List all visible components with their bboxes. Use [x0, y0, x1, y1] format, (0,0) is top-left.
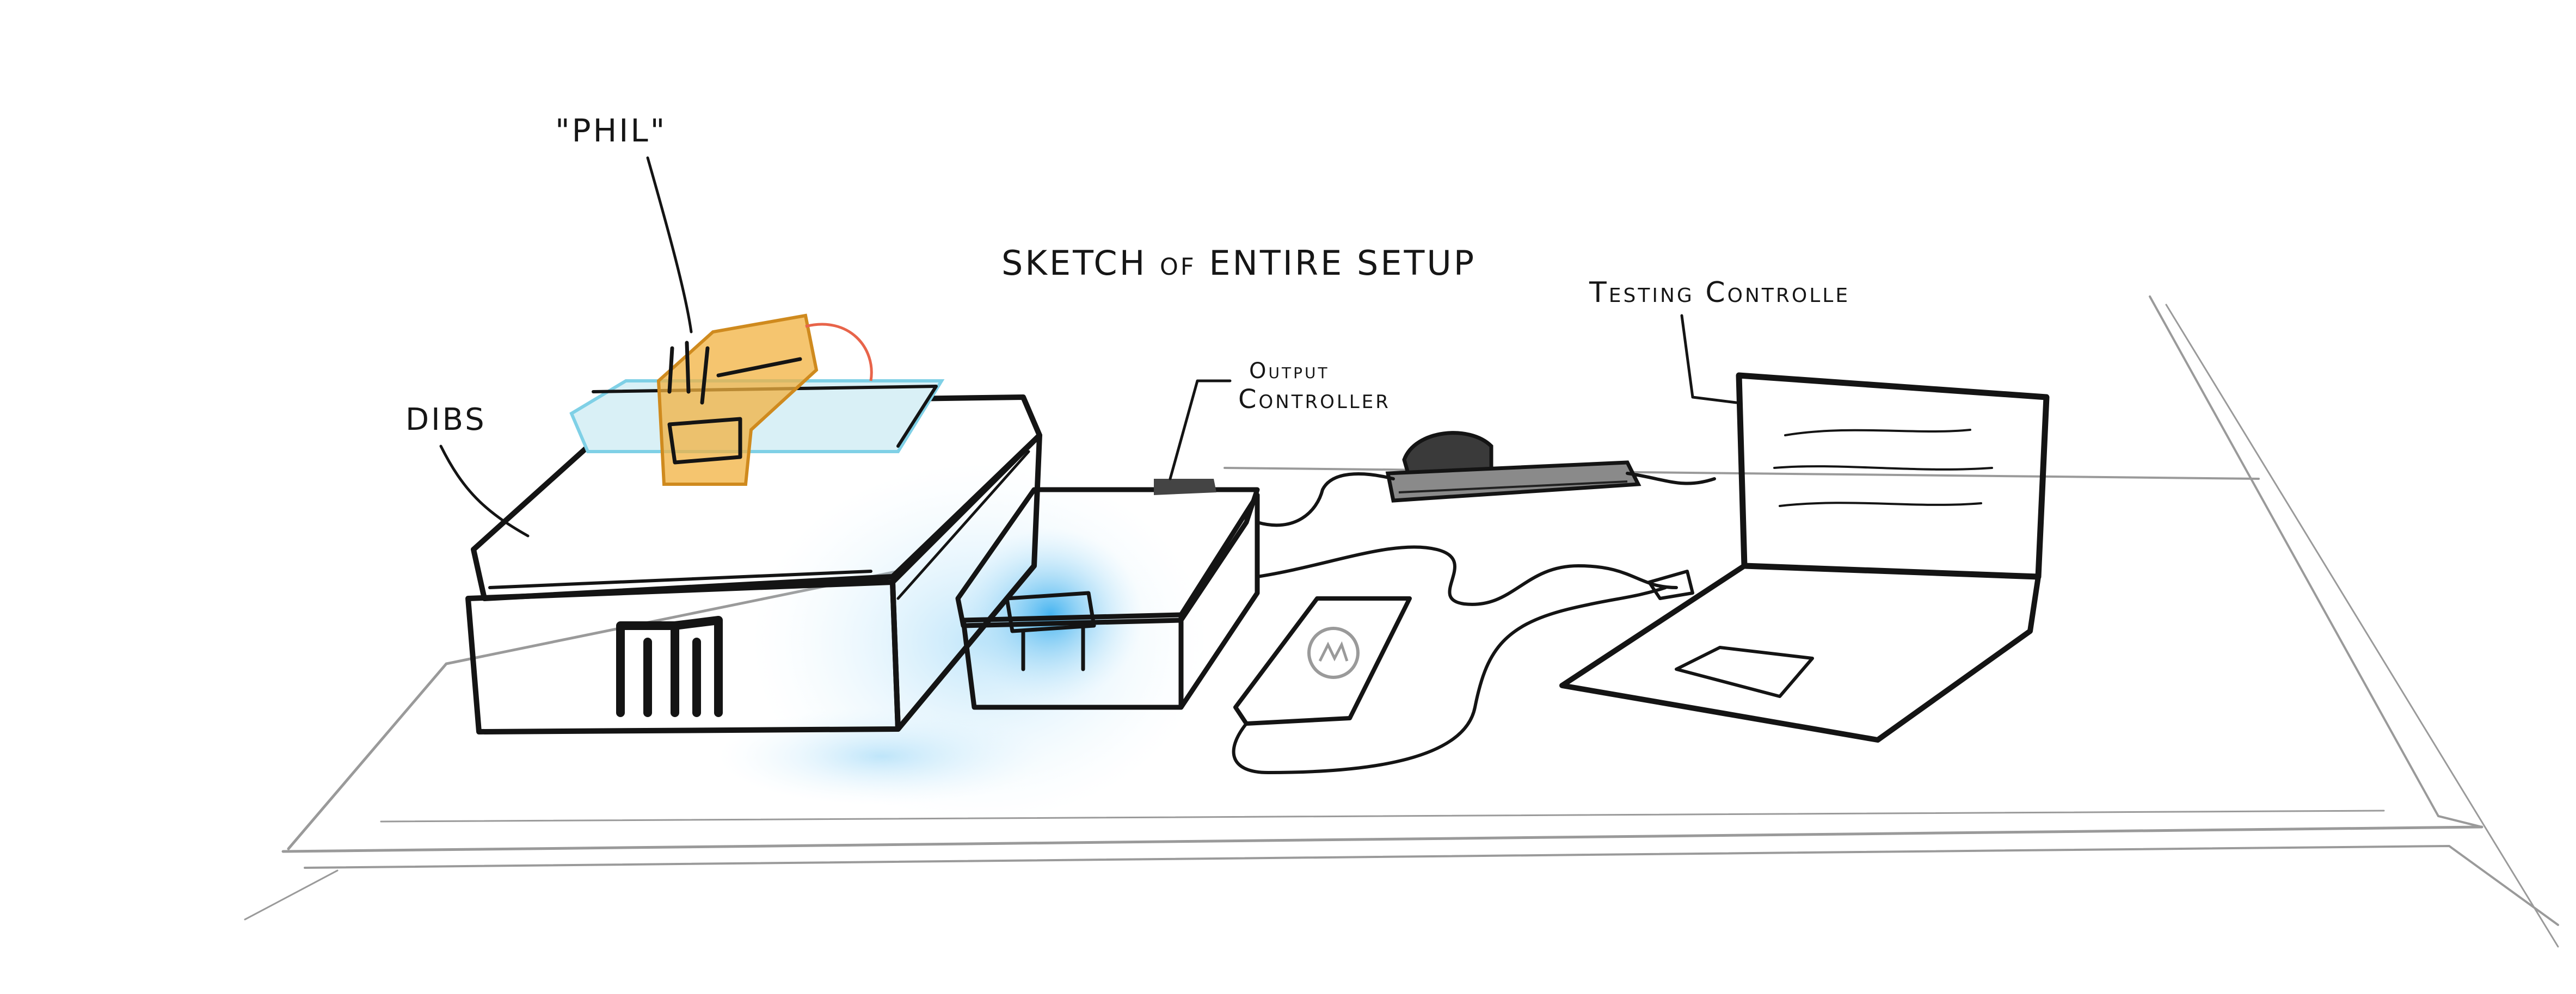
power-strip: [1388, 433, 1638, 501]
m-logo-icon: [620, 620, 718, 713]
circle-m-logo-icon: [1309, 628, 1358, 677]
testing-controller-label: Testing Controlle: [1589, 276, 1850, 309]
blue-glow-lower: [718, 707, 1045, 805]
phil-label: "PHIL": [555, 112, 667, 149]
dibs-label: DIBS: [405, 402, 487, 437]
output-controller-label-line1: Output: [1249, 359, 1330, 384]
remote-device: [1235, 598, 1410, 724]
output-controller-label-line2: Controller: [1238, 384, 1391, 415]
sketch-title: SKETCH of ENTIRE SETUP: [1001, 243, 1476, 283]
laptop: [1562, 375, 2046, 740]
cables: [1234, 473, 1714, 773]
table-surface: [245, 297, 2558, 947]
